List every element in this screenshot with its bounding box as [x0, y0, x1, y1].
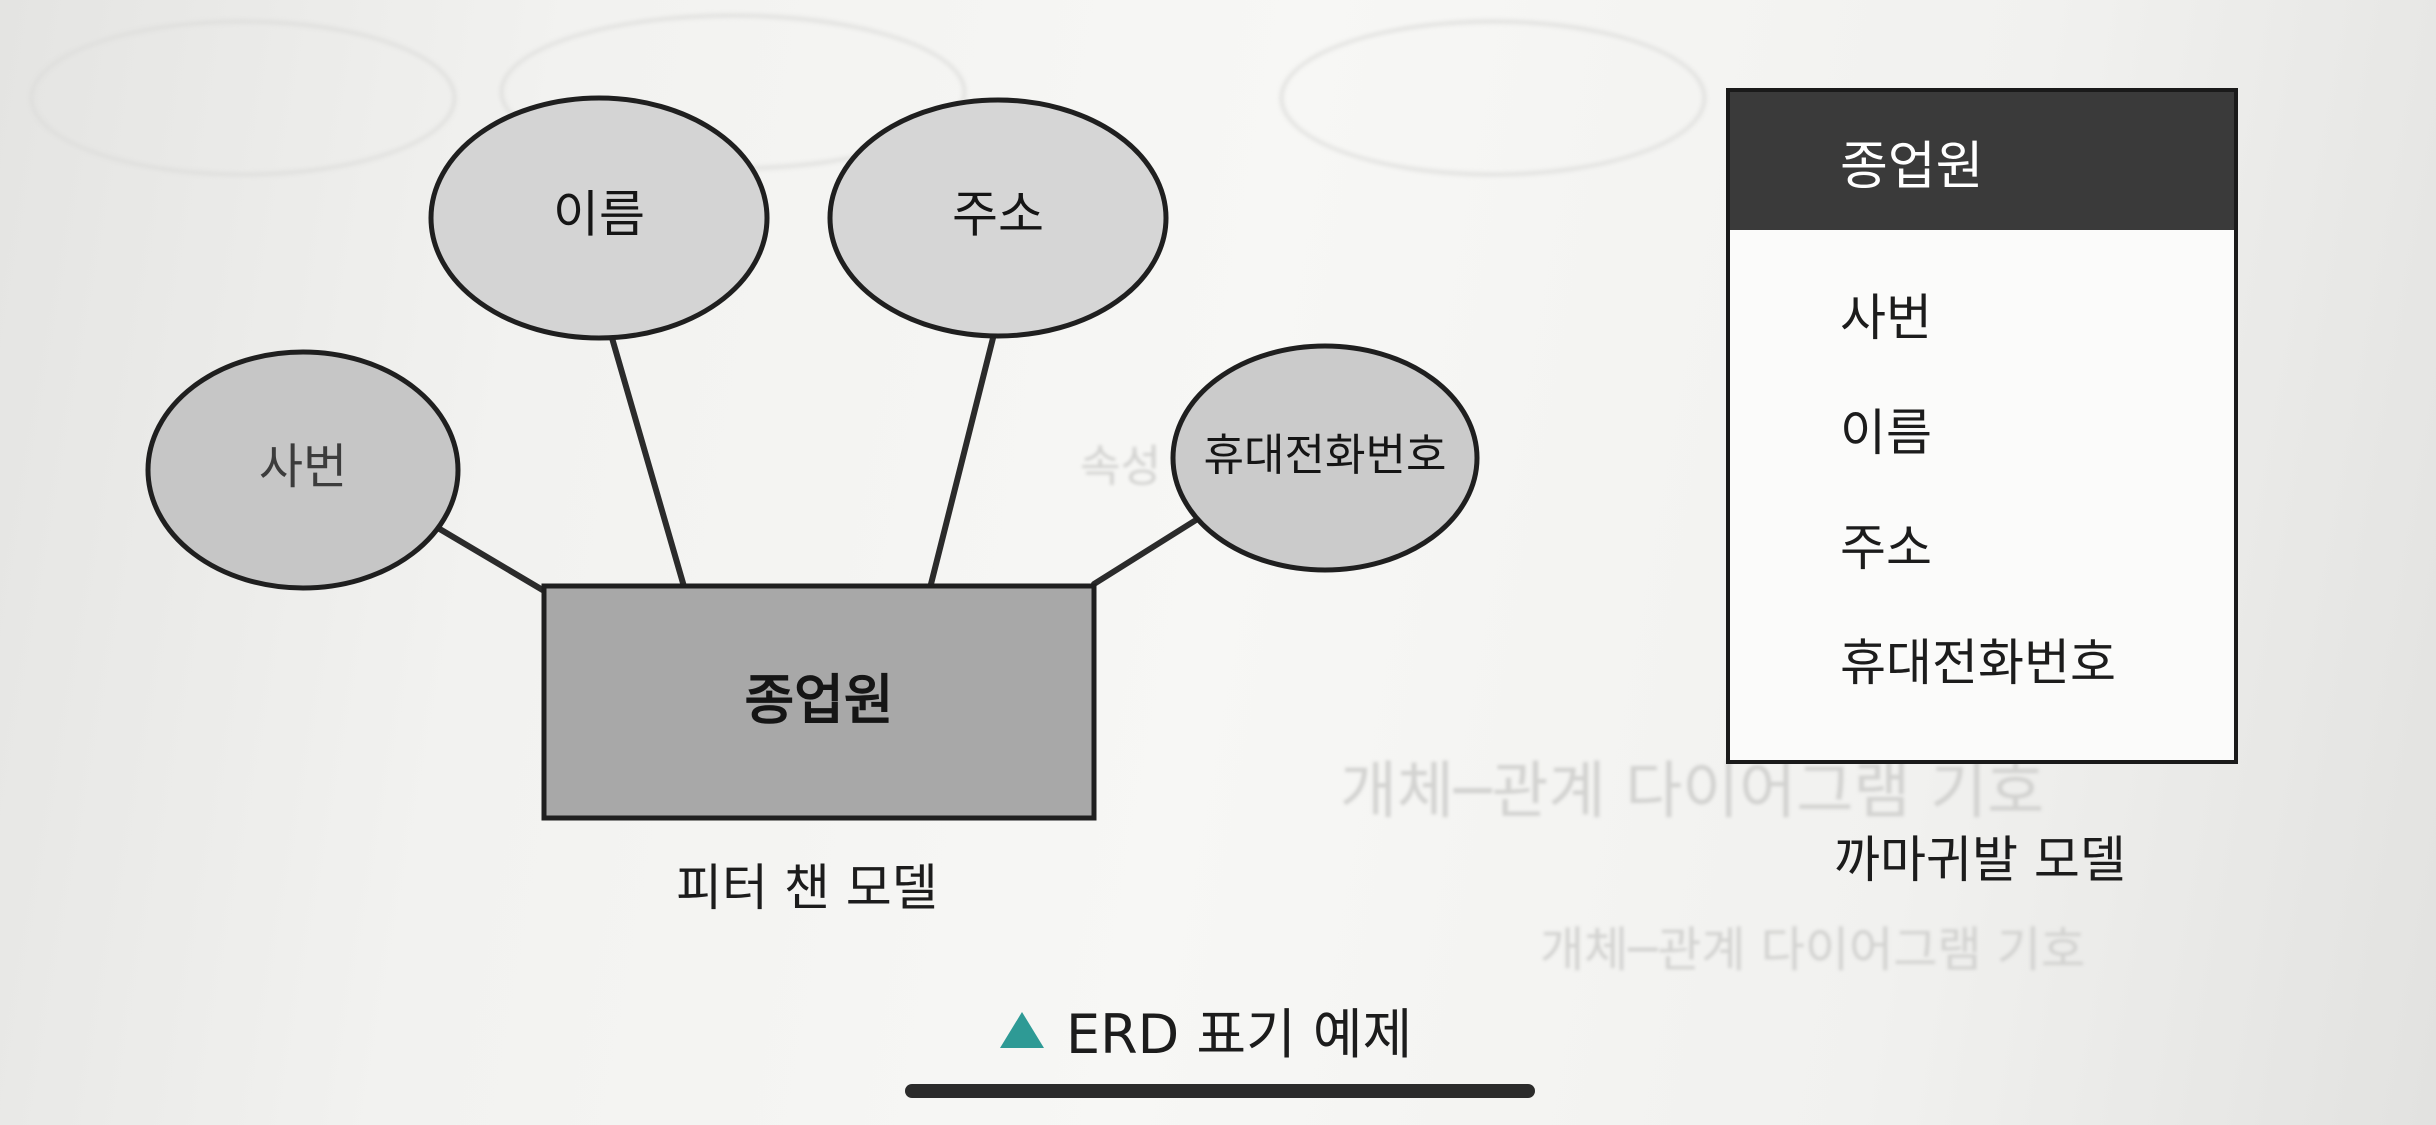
chen-entity-box — [541, 583, 1097, 821]
triangle-up-icon — [1000, 1011, 1044, 1048]
attribute-address-label: 주소 — [952, 186, 1044, 244]
chen-model-caption: 피터 챈 모델 — [676, 859, 938, 917]
attribute-name-label: 이름 — [553, 186, 645, 244]
crows-foot-attribute-list: 사번 이름 주소 휴대전화번호 — [1730, 230, 2234, 748]
attribute-phone-label: 휴대전화번호 — [1204, 430, 1447, 481]
bleed-oval — [30, 20, 456, 176]
connector-emp-no — [435, 525, 549, 595]
attribute-name — [428, 95, 770, 341]
connector-name — [609, 335, 688, 593]
chen-entity-label: 종업원 — [744, 669, 893, 732]
crows-foot-attribute: 주소 — [1840, 519, 1932, 577]
figure-caption: ERD 표기 예제 — [1000, 990, 1412, 1069]
attribute-phone — [1170, 343, 1480, 573]
crows-foot-entity-box: 종업원 사번 이름 주소 휴대전화번호 — [1726, 88, 2238, 764]
crows-foot-model-caption: 까마귀발 모델 — [1834, 831, 2126, 889]
connector-phone — [1091, 517, 1199, 587]
attribute-emp-no — [145, 349, 461, 591]
attribute-address — [827, 97, 1169, 339]
connector-address — [927, 335, 996, 591]
figure-caption-text: ERD 표기 예제 — [1066, 1003, 1413, 1066]
home-indicator[interactable] — [905, 1084, 1535, 1098]
crows-foot-attribute: 사번 — [1840, 289, 1932, 347]
bleed-oval — [1280, 20, 1706, 176]
attribute-emp-no-label: 사번 — [259, 439, 347, 495]
crows-foot-attribute: 이름 — [1840, 404, 1932, 462]
crows-foot-attribute: 휴대전화번호 — [1840, 634, 2116, 692]
crows-foot-entity-header: 종업원 — [1730, 92, 2234, 230]
